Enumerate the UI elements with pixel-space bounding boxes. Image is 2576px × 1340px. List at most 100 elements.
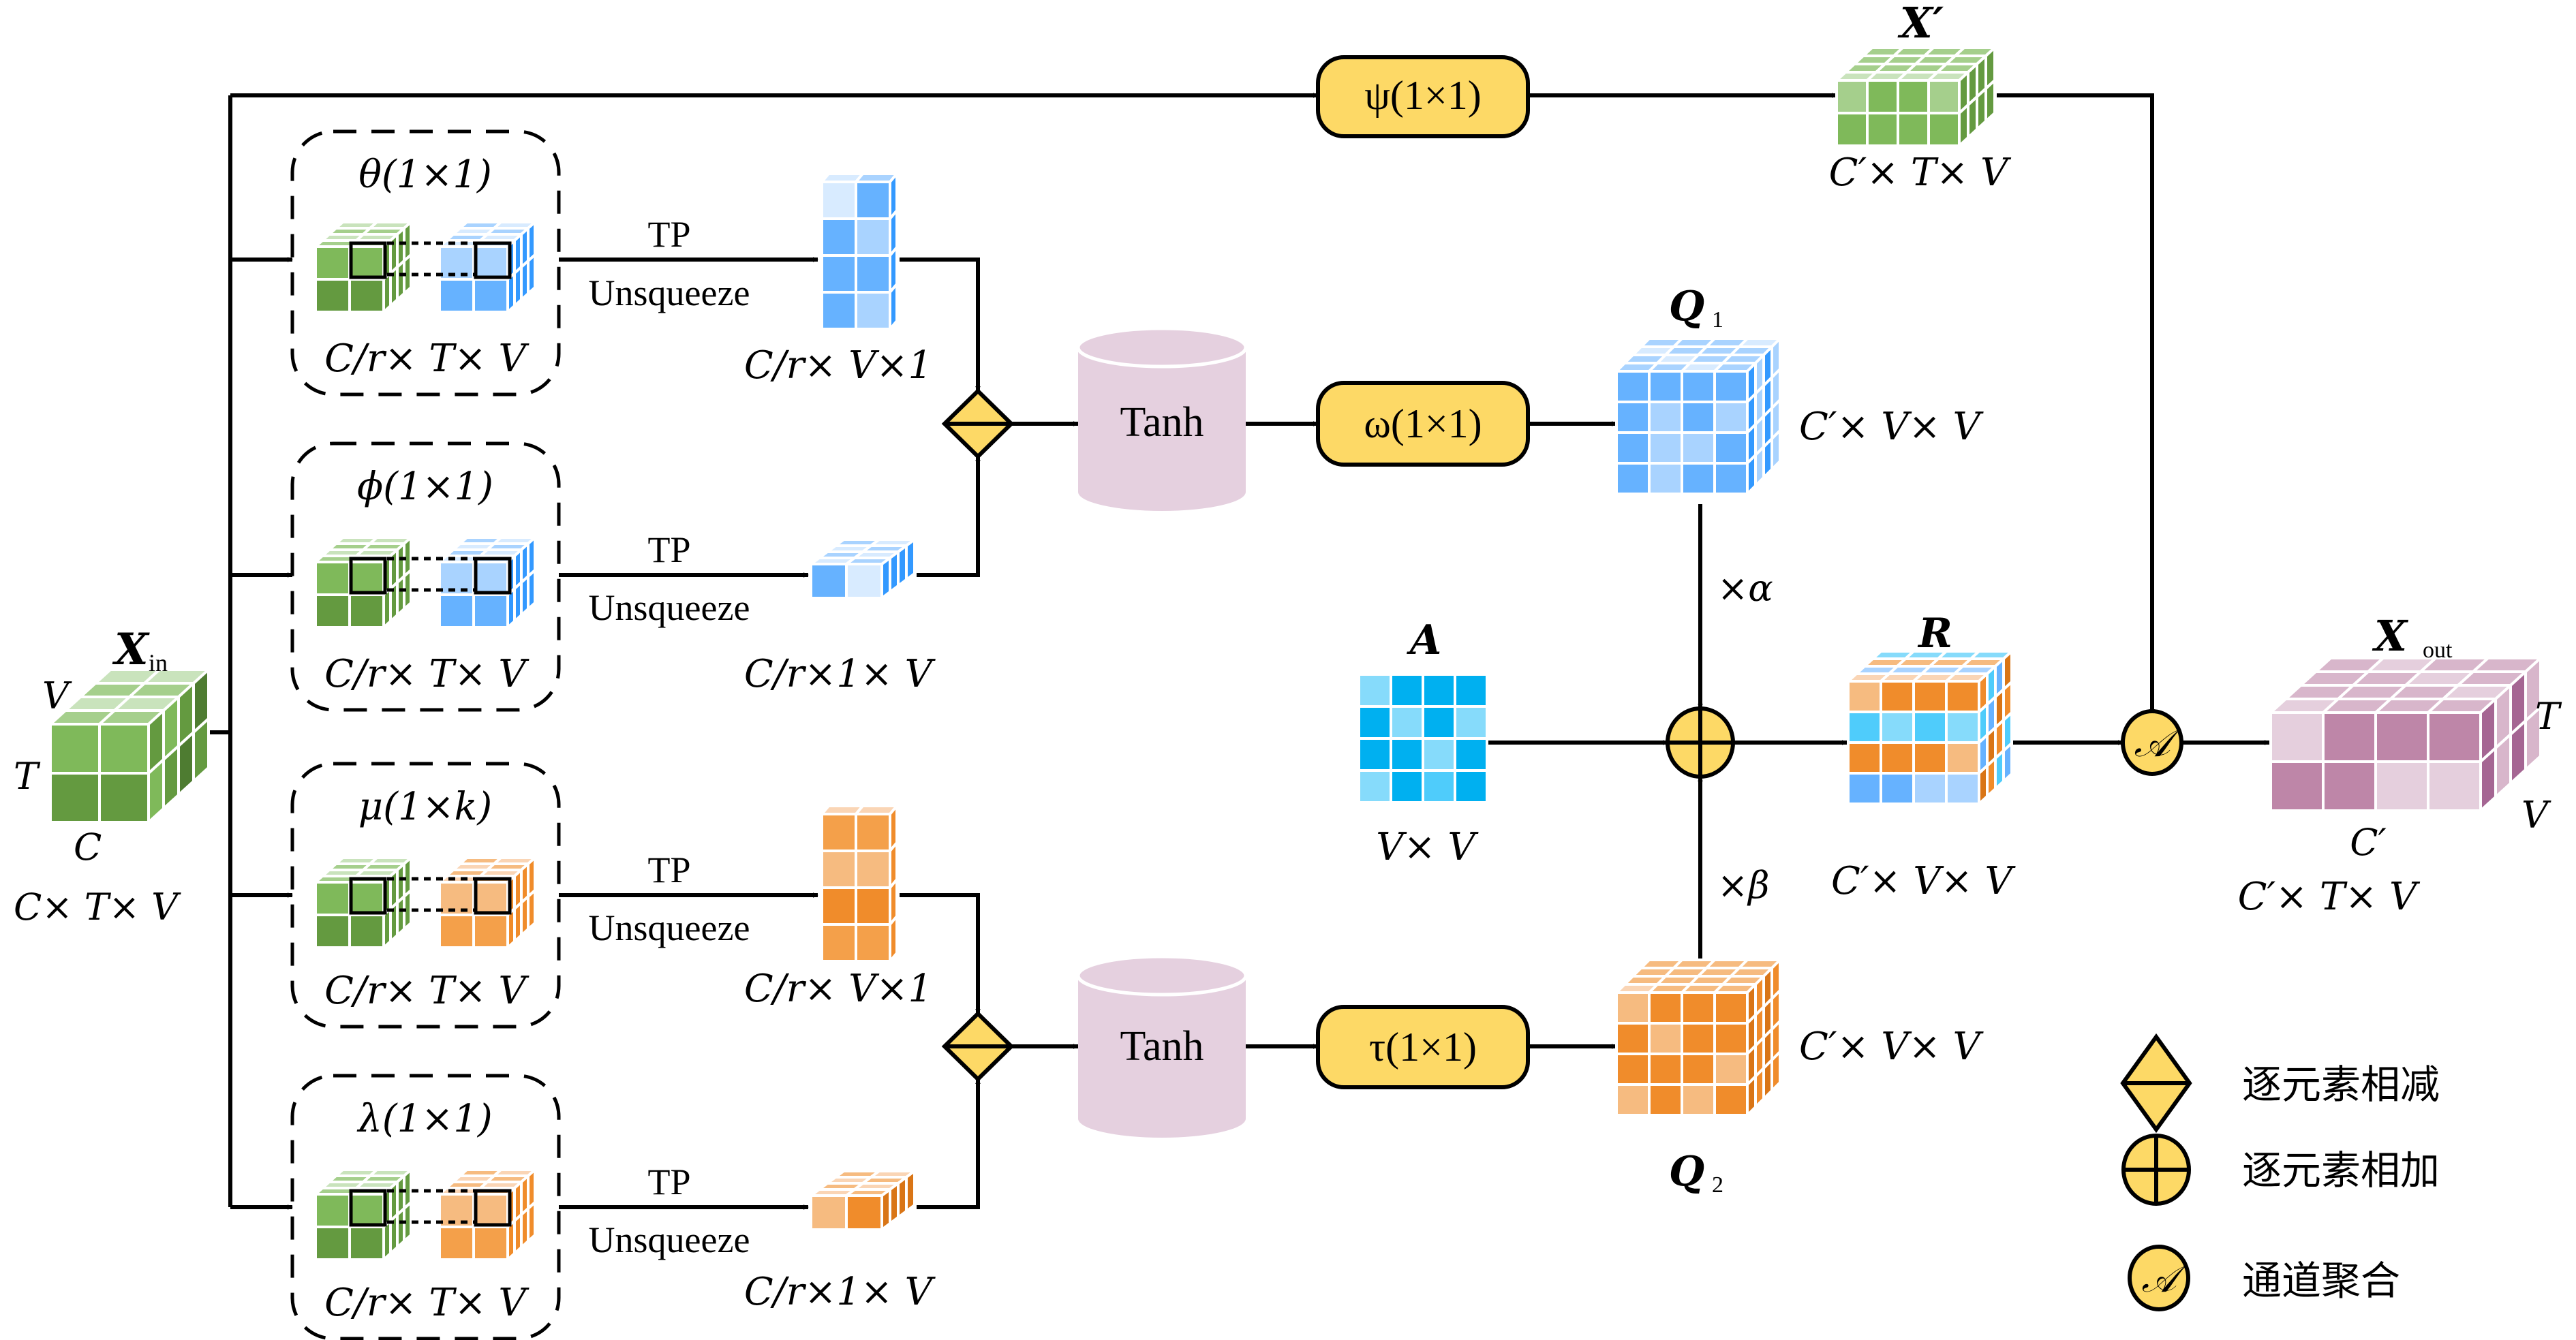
cube-front-cell xyxy=(438,1226,475,1261)
cube-front-cell xyxy=(1358,769,1392,804)
tensor-cubes xyxy=(46,44,2545,1263)
input-axis-v: V xyxy=(42,674,72,717)
lambda-label: λ(1×1) xyxy=(356,1097,492,1141)
cube-front-cell xyxy=(1945,680,1980,713)
xout-cube xyxy=(2267,655,2545,814)
q2-subscript: 2 xyxy=(1712,1172,1723,1198)
cube-front-cell xyxy=(438,914,475,949)
cube-front-cell xyxy=(1847,711,1882,744)
xout-axis-v: V xyxy=(2521,794,2551,837)
cube-front-cell xyxy=(855,181,891,220)
theta-output-cube xyxy=(818,170,900,333)
kernel-outline xyxy=(474,241,512,279)
lambda-conv-box xyxy=(290,1074,561,1340)
cube-front-cell xyxy=(821,217,857,257)
cube-front-cell xyxy=(855,923,891,963)
conv-boxes xyxy=(290,129,561,1340)
cube-front-cell xyxy=(1897,79,1930,114)
cube-front-cell xyxy=(314,245,351,281)
cube-front-cell xyxy=(1615,431,1651,465)
cube-front-cell xyxy=(810,563,848,599)
alpha-label: ×α xyxy=(1717,567,1773,610)
cube-front-cell xyxy=(2322,711,2377,763)
cube-front-cell xyxy=(821,923,857,963)
cube-front-cell xyxy=(1945,772,1980,805)
cube-front-cell xyxy=(821,181,857,220)
xprime-symbol: X′ xyxy=(1897,0,1944,48)
theta-output-shape: C/r× V×1 xyxy=(744,343,932,388)
cube-front-cell xyxy=(1648,991,1683,1025)
conv-output-cube xyxy=(435,854,539,951)
cube-front-cell xyxy=(845,563,883,599)
cube-front-cell xyxy=(855,886,891,926)
cube-front-cell xyxy=(1681,1022,1716,1055)
omega-label: ω(1×1) xyxy=(1364,401,1482,446)
arrow-theta-to-subtract xyxy=(900,258,981,392)
cube-front-cell xyxy=(348,561,385,596)
cube-front-cell xyxy=(1390,769,1424,804)
unsqueeze-label: Unsqueeze xyxy=(589,272,750,313)
cube-front-cell xyxy=(855,254,891,294)
add-node xyxy=(1666,706,1735,779)
cube-front-cell xyxy=(1835,112,1869,147)
tp-label: TP xyxy=(647,850,690,890)
legend-add-label: 逐元素相加 xyxy=(2242,1147,2440,1194)
cube-front-cell xyxy=(1454,737,1488,772)
kernel-outline xyxy=(349,557,387,595)
cube-front-cell xyxy=(1615,991,1651,1025)
cube-front-cell xyxy=(314,914,351,949)
cube-front-cell xyxy=(1713,991,1749,1025)
r-shape: C′× V× V xyxy=(1831,859,2016,903)
cube-front-cell xyxy=(810,1194,848,1231)
tau-label: τ(1×1) xyxy=(1369,1025,1477,1070)
omega-conv-box[interactable] xyxy=(1316,381,1530,467)
cube-front-cell xyxy=(1713,370,1749,403)
cube-front-cell xyxy=(1681,370,1716,403)
cube-front-cell xyxy=(1648,462,1683,495)
input-axis-t: T xyxy=(14,755,41,798)
cube-front-cell xyxy=(1454,673,1488,708)
cube-front-cell xyxy=(845,1194,883,1231)
arrow-xprime-to-aggregate xyxy=(1997,93,2155,715)
kernel-outline xyxy=(474,557,512,595)
cube-front-cell xyxy=(1648,1053,1683,1086)
xout-symbol: X xyxy=(2372,611,2409,661)
cube-front-cell xyxy=(821,850,857,889)
cube-front-cell xyxy=(2427,711,2482,763)
cube-front-cell xyxy=(1927,112,1961,147)
cube-front-cell xyxy=(2322,760,2377,812)
omega-op[interactable]: ω(1×1) xyxy=(1316,381,1530,467)
tau-conv-box[interactable] xyxy=(1316,1005,1530,1089)
xprime-shape: C′× T× V xyxy=(1829,151,2012,195)
cube-front-cell xyxy=(1847,772,1882,805)
cube-front-cell xyxy=(855,217,891,257)
cube-front-cell xyxy=(1681,991,1716,1025)
phi-output-shape: C/r×1× V xyxy=(744,652,936,696)
cube-front-cell xyxy=(472,881,509,916)
adjacency-matrix xyxy=(1358,673,1488,804)
psi-conv-box[interactable] xyxy=(1316,55,1530,138)
cube-front-cell xyxy=(1713,401,1749,434)
cube-front-cell xyxy=(1713,431,1749,465)
cube-front-cell xyxy=(348,881,385,916)
cube-front-cell xyxy=(98,723,150,775)
cube-front-cell xyxy=(1681,1083,1716,1117)
cube-front-cell xyxy=(821,813,857,852)
cube-front-cell xyxy=(348,1226,385,1261)
cube-front-cell xyxy=(821,254,857,294)
arrow-mu-to-subtract xyxy=(900,893,981,1014)
cube-front-cell xyxy=(1912,711,1948,744)
cube-front-cell xyxy=(1615,462,1651,495)
tanh-upper-top xyxy=(1076,326,1248,369)
xout-axis-t: T xyxy=(2535,695,2562,738)
cube-front-cell xyxy=(472,278,509,313)
cube-front-cell xyxy=(855,850,891,889)
cube-front-cell xyxy=(855,291,891,330)
psi-op[interactable]: ψ(1×1) xyxy=(1316,55,1530,138)
tp-label: TP xyxy=(647,1162,690,1202)
tau-op[interactable]: τ(1×1) xyxy=(1316,1005,1530,1089)
cube-front-cell xyxy=(1880,741,1915,775)
cube-front-cell xyxy=(1390,673,1424,708)
xprime-cube xyxy=(1833,44,1999,149)
tp-label: TP xyxy=(647,529,690,570)
